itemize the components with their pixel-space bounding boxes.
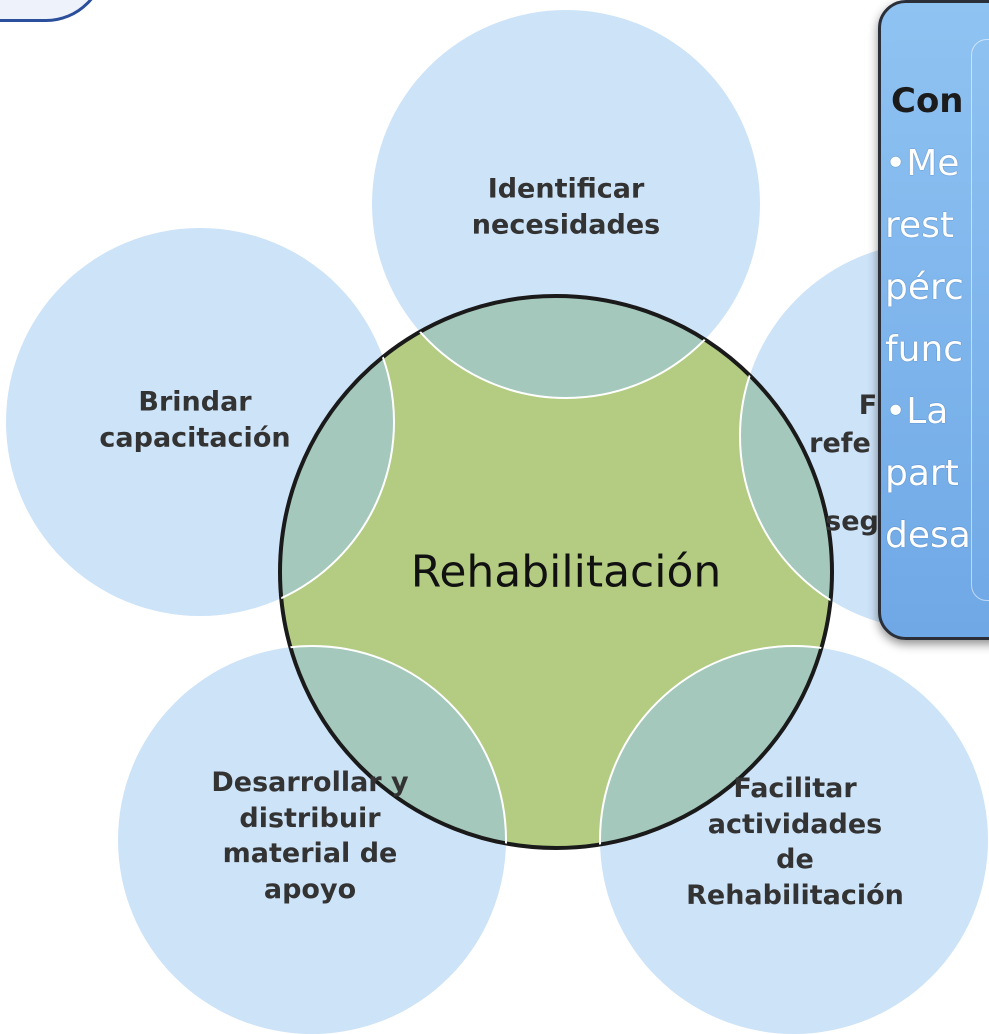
concept-callout-box: Con •Me rest pérc func •La part desa	[878, 0, 989, 640]
label-fragment-f: F	[858, 390, 878, 422]
label-line: necesidades	[471, 209, 661, 240]
concept-line: •Me	[885, 143, 960, 184]
label-line: Facilitar	[733, 772, 857, 804]
label-fragment-refe: refe	[809, 428, 871, 460]
concept-title: Con	[891, 81, 964, 121]
label-facilitar-actividades: Facilitar actividades de Rehabilitación	[686, 771, 904, 914]
label-line: actividades de	[707, 808, 883, 875]
label-brindar-capacitacion: Brindar capacitación	[99, 384, 290, 455]
concept-inner-frame	[971, 39, 989, 601]
label-line: Identificar	[487, 173, 645, 205]
label-line: Brindar	[138, 386, 252, 418]
label-line: capacitación	[99, 422, 291, 453]
center-outline	[278, 294, 834, 850]
label-line: Rehabilitación	[686, 879, 904, 911]
concept-line: pérc	[885, 267, 964, 308]
concept-line: desa	[885, 515, 971, 556]
label-line: distribuir	[239, 802, 381, 834]
label-fragment-seg: seg	[825, 506, 879, 538]
concept-line: rest	[885, 205, 955, 246]
concept-line: part	[885, 453, 959, 494]
label-desarrollar-material: Desarrollar y distribuir material de apo…	[211, 765, 408, 908]
label-line: apoyo	[263, 873, 357, 905]
concept-line: •La	[885, 391, 949, 432]
label-line: Desarrollar y	[211, 766, 409, 798]
concept-line: func	[885, 329, 964, 370]
label-line: material de	[222, 838, 398, 869]
circle-identificar	[372, 10, 760, 398]
label-identificar-necesidades: Identificar necesidades	[472, 171, 660, 242]
center-label: Rehabilitación	[410, 546, 722, 598]
